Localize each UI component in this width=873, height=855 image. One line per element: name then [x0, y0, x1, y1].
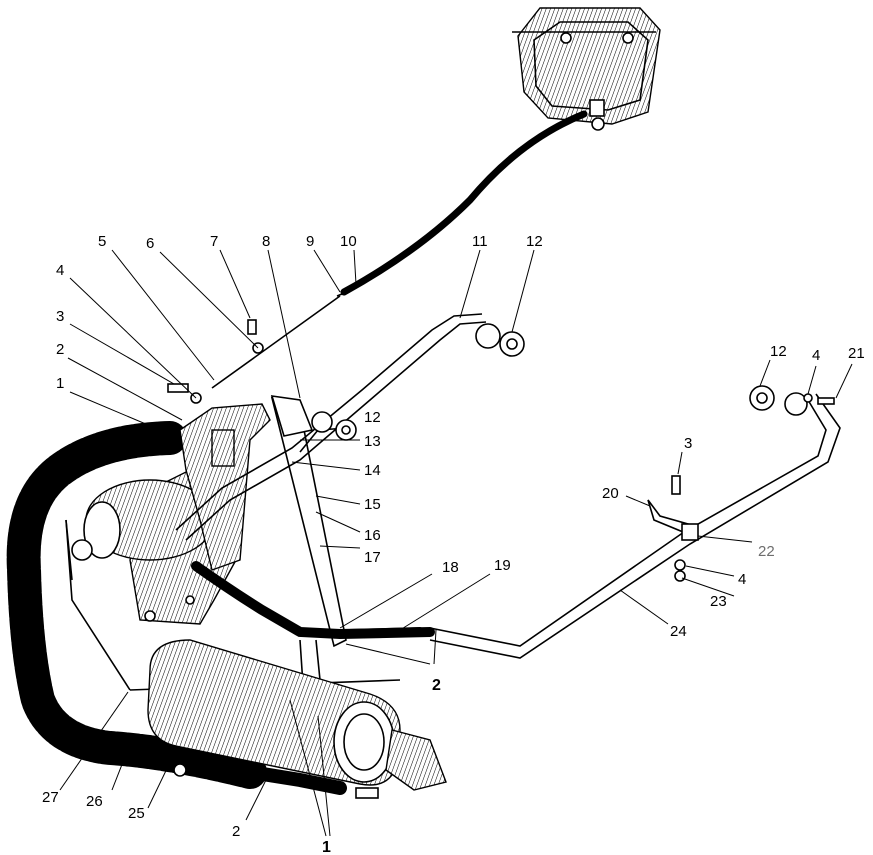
callout-2b: 2 [432, 677, 441, 694]
callout-26: 26 [86, 793, 103, 810]
callout-21: 21 [848, 345, 865, 362]
exhaust-pipe-lower [191, 385, 841, 659]
callout-9: 9 [306, 233, 314, 250]
corrugated-hose [6, 421, 267, 789]
callout-13: 13 [364, 433, 381, 450]
callout-10: 10 [340, 233, 357, 250]
exhaust-pipe-upper [175, 313, 525, 541]
callout-18: 18 [442, 559, 459, 576]
callout-12a: 12 [526, 233, 543, 250]
leader-lines [59, 249, 853, 837]
callout-3b: 3 [684, 435, 692, 452]
callout-8: 8 [262, 233, 270, 250]
callout-22: 22 [758, 543, 775, 560]
callout-25: 25 [128, 805, 145, 822]
callout-7: 7 [210, 233, 218, 250]
callout-15: 15 [364, 496, 381, 513]
callout-1b: 1 [322, 839, 331, 855]
callout-4a: 4 [56, 262, 64, 279]
callout-3a: 3 [56, 308, 64, 325]
callout-4c: 4 [738, 571, 746, 588]
callout-20: 20 [602, 485, 619, 502]
callout-16: 16 [364, 527, 381, 544]
callout-12b: 12 [364, 409, 381, 426]
callout-19: 19 [494, 557, 511, 574]
callout-17: 17 [364, 549, 381, 566]
callout-24: 24 [670, 623, 687, 640]
callout-27: 27 [42, 789, 59, 806]
callout-14: 14 [364, 462, 381, 479]
callout-6: 6 [146, 235, 154, 252]
support-strut [270, 395, 347, 648]
muffler [147, 639, 447, 799]
callout-4b: 4 [812, 347, 820, 364]
callout-1a: 1 [56, 375, 64, 392]
callout-2c: 2 [232, 823, 240, 840]
callout-11: 11 [472, 233, 488, 250]
callout-12c: 12 [770, 343, 787, 360]
callout-23: 23 [710, 593, 727, 610]
fuel-hose [211, 110, 588, 389]
callout-2a: 2 [56, 341, 64, 358]
callout-labels: 1 2 3 4 5 6 7 8 9 10 11 12 12 13 14 15 1… [42, 233, 865, 855]
tank [512, 7, 661, 131]
callout-5: 5 [98, 233, 106, 250]
